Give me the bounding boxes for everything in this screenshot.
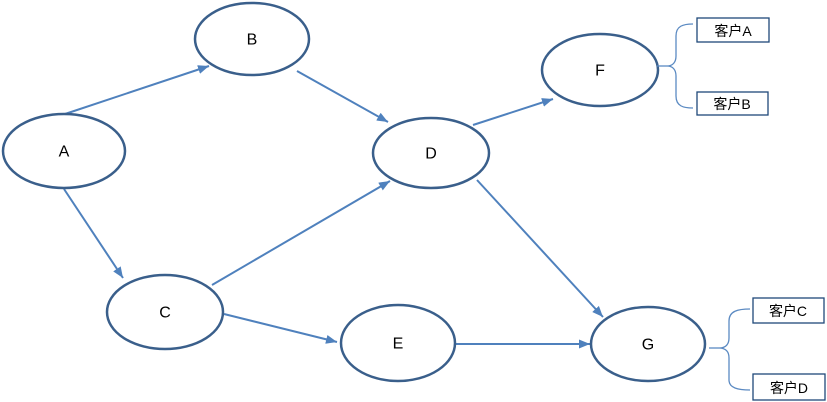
brace-G xyxy=(718,308,751,391)
edge-C-to-D xyxy=(211,180,391,286)
node-G-label: G xyxy=(642,337,654,354)
node-D-label: D xyxy=(425,146,437,163)
edge-A-to-C xyxy=(63,188,124,279)
node-B: B xyxy=(193,1,311,77)
node-G: G xyxy=(589,305,707,383)
node-F: F xyxy=(540,32,660,108)
node-D: D xyxy=(371,116,491,190)
node-C-label: C xyxy=(159,305,171,322)
node-C-shape xyxy=(105,273,225,351)
node-E-label: E xyxy=(393,336,404,353)
node-A-shape xyxy=(1,112,127,190)
node-G-shape xyxy=(589,305,707,383)
edge-C-to-E xyxy=(223,313,338,344)
node-E: E xyxy=(339,303,457,383)
node-B-shape xyxy=(193,1,311,77)
customer-B-box xyxy=(696,91,769,116)
edge-D-to-F xyxy=(472,98,554,126)
customer-A-label: 客户A xyxy=(714,23,752,39)
node-A-label: A xyxy=(59,144,70,161)
edges xyxy=(63,65,604,349)
group-G-customers: 客户C 客户D xyxy=(709,297,826,401)
edge-B-to-D xyxy=(296,70,389,123)
customer-D-label: 客户D xyxy=(770,380,808,396)
customer-D-box xyxy=(752,373,826,401)
node-B-label: B xyxy=(247,32,258,49)
edge-A-to-B xyxy=(64,65,210,115)
node-F-label: F xyxy=(595,63,605,80)
customer-A-box xyxy=(696,17,770,43)
group-F-customers: 客户A 客户B xyxy=(657,17,770,116)
node-C: C xyxy=(105,273,225,351)
edge-D-to-G xyxy=(476,179,604,318)
customer-C-box xyxy=(752,297,825,324)
node-A: A xyxy=(1,112,127,190)
customer-C-label: 客户C xyxy=(769,303,807,319)
brace-F xyxy=(666,23,694,109)
node-D-shape xyxy=(371,116,491,190)
node-E-shape xyxy=(339,303,457,383)
customer-B-label: 客户B xyxy=(713,96,750,112)
node-F-shape xyxy=(540,32,660,108)
